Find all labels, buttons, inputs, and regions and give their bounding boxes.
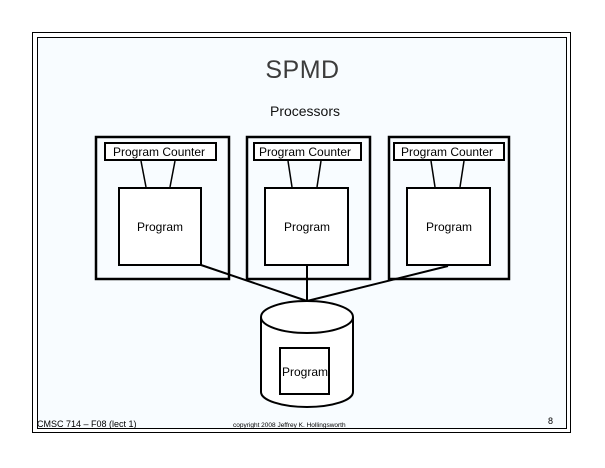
cylinder-icon	[260, 300, 354, 408]
pc-arrow	[287, 160, 293, 188]
processor-1	[94, 135, 231, 281]
pc-arrow	[459, 160, 465, 188]
program-counter-label: Program Counter	[113, 145, 206, 159]
program-counter-box	[393, 142, 505, 161]
program-label: Program	[426, 220, 473, 234]
page-number: 8	[548, 416, 554, 426]
pc-arrow	[430, 160, 436, 188]
processor-box	[94, 135, 231, 281]
program-counter-box	[104, 142, 217, 161]
connector-line-3	[306, 265, 449, 302]
program-counter-box	[253, 142, 362, 161]
copyright-footer: copyright 2008 Jeffrey K. Hollingsworth	[233, 422, 346, 429]
processor-box	[387, 135, 511, 281]
processor-3	[387, 135, 511, 281]
storage-program-box	[279, 347, 330, 395]
processors-heading: Processors	[269, 103, 341, 119]
storage-program-label: Program	[282, 365, 329, 379]
pc-arrow	[140, 160, 147, 188]
program-label: Program	[137, 220, 184, 234]
program-label: Program	[284, 220, 331, 234]
program-counter-label: Program Counter	[259, 145, 352, 159]
pc-arrow	[169, 160, 176, 188]
course-footer: CMSC 714 – F08 (lect 1)	[37, 419, 137, 429]
program-box	[264, 187, 349, 266]
slide-title: SPMD	[265, 56, 340, 84]
pc-arrow	[316, 160, 322, 188]
program-counter-label: Program Counter	[401, 145, 494, 159]
slide-frame-outer	[32, 32, 571, 433]
processor-box	[245, 135, 372, 281]
program-box	[406, 187, 491, 266]
processor-2	[245, 135, 372, 281]
program-box	[118, 187, 202, 266]
cylinder-top	[260, 300, 354, 334]
connector-line-1	[200, 264, 308, 302]
